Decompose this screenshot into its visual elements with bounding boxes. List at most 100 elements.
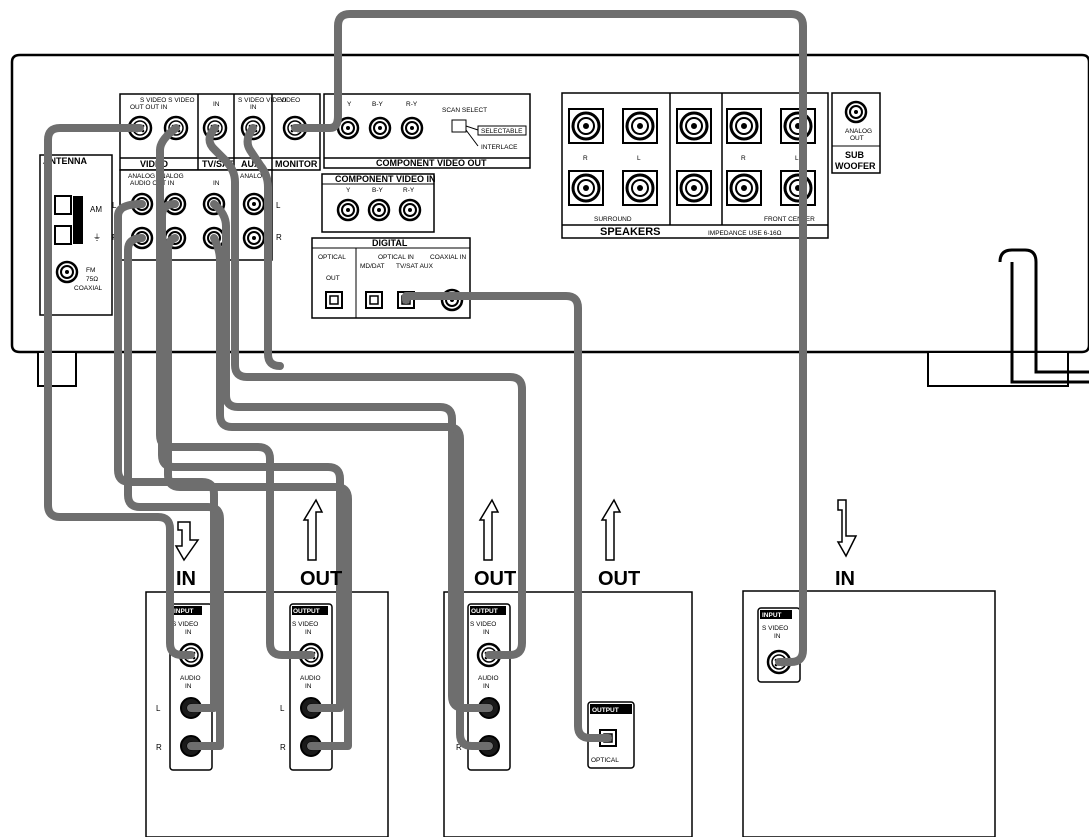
optical-label: OPTICAL [318, 254, 346, 261]
arrow-up-2 [478, 498, 500, 561]
device-2-l-label: L [280, 704, 285, 713]
component-in-pb-jack[interactable] [367, 198, 391, 222]
speaker-l2-label: L [795, 155, 799, 162]
speaker-center-neg[interactable] [675, 169, 713, 207]
subwoofer-block: ANALOG OUT SUB WOOFER [831, 92, 881, 174]
subwoofer-out-jack[interactable] [844, 100, 868, 124]
device-1-svideo-in-label: IN [185, 629, 192, 636]
component-video-in-label: COMPONENT VIDEO IN [335, 174, 436, 184]
fm-jack[interactable] [55, 260, 79, 284]
device-3-r-label: R [456, 743, 462, 752]
optical-in-label: OPTICAL IN [378, 254, 414, 261]
device-3-tag: OUTPUT [471, 608, 498, 615]
arrow-down-2 [836, 499, 858, 558]
component-out-pr-jack[interactable] [400, 116, 424, 140]
surround-label: SURROUND [594, 216, 632, 223]
device-3-optical-label: OPTICAL [591, 757, 619, 764]
speaker-l-label: L [637, 155, 641, 162]
speakers-label: SPEAKERS [600, 226, 661, 238]
fm-ohm-label: 75Ω [86, 276, 98, 283]
component-in-pr-jack[interactable] [398, 198, 422, 222]
impedance-label: IMPEDANCE USE 6-16Ω [708, 230, 782, 237]
direction-label-4: OUT [598, 568, 640, 590]
device-1-audio-in-label: IN [185, 683, 192, 690]
speaker-front-l-neg[interactable] [779, 169, 817, 207]
component-out-pb-jack[interactable] [368, 116, 392, 140]
component-in-pb-label: B-Y [372, 187, 384, 194]
speaker-center-pos[interactable] [675, 107, 713, 145]
direction-label-5: IN [835, 568, 855, 590]
component-video-out-label: COMPONENT VIDEO OUT [376, 158, 487, 168]
optical-out-jack[interactable] [325, 291, 343, 309]
direction-label-3: OUT [474, 568, 516, 590]
cable-audio-r-to-device-1 [124, 234, 224, 750]
aux-audio-in-l-jack[interactable] [242, 192, 266, 216]
analog-out-label: ANALOG [845, 128, 872, 135]
device-2-svideo-in-label: IN [305, 629, 312, 636]
arrow-down-1 [174, 521, 200, 562]
monitor-label: MONITOR [275, 159, 318, 169]
speaker-front-r-pos[interactable] [725, 107, 763, 145]
left-label-2: L [276, 201, 281, 210]
cable-audio-r-from-device-3 [210, 234, 493, 750]
cable-svideo-from-device-3 [205, 124, 526, 659]
md-dat-label: MD/DAT [360, 263, 384, 270]
device-3-svideo-in-label: IN [483, 629, 490, 636]
component-video-out-block: Y B-Y R-Y SCAN SELECT SELECTABLE INTERLA… [323, 93, 531, 169]
device-4-svideo-in-label: IN [774, 633, 781, 640]
aux-audio-in-r-jack[interactable] [242, 226, 266, 250]
video-top-label: S VIDEO S VIDEO [140, 97, 195, 104]
device-1-l-label: L [156, 704, 161, 713]
speaker-r2-label: R [741, 155, 746, 162]
speaker-front-l-pos[interactable] [779, 107, 817, 145]
device-2-svideo-label: S VIDEO [292, 621, 318, 628]
antenna-label: ANTENNA [43, 156, 87, 166]
optical-out-label: OUT [326, 275, 340, 282]
front-center-label: FRONT CENTER [764, 216, 815, 223]
video-label: VIDEO [140, 159, 168, 169]
interlace-label: INTERLACE [481, 144, 518, 151]
fm-coaxial-label: COAXIAL [74, 285, 103, 292]
speaker-surround-l-neg[interactable] [621, 169, 659, 207]
arrow-up-1 [302, 498, 324, 561]
component-y-label: Y [347, 101, 352, 108]
direction-label-2: OUT [300, 568, 342, 590]
selectable-switch[interactable] [477, 125, 527, 136]
speakers-block: R L R L SURROUND FRONT CENTER SPEAKERS I… [561, 92, 829, 239]
component-in-pr-label: R-Y [403, 187, 415, 194]
woofer-label: WOOFER [835, 161, 876, 171]
speaker-r-label: R [583, 155, 588, 162]
cable-optical-from-device-3 [402, 292, 612, 742]
right-label-2: R [276, 233, 282, 242]
component-in-y-jack[interactable] [336, 198, 360, 222]
audio-analog-label: ANALOG ANALOG [128, 173, 184, 180]
device-2-audio-label: AUDIO [300, 675, 321, 682]
device-1-r-label: R [156, 743, 162, 752]
device-1-svideo-label: S VIDEO [172, 621, 198, 628]
optical-in-mddat-jack[interactable] [365, 291, 383, 309]
selectable-label: SELECTABLE [481, 128, 523, 135]
device-3-audio-label: AUDIO [478, 675, 499, 682]
aux-label: AUX [241, 159, 260, 169]
cable-svideo-from-device-2 [156, 124, 315, 659]
device-3-optical-tag: OUTPUT [592, 707, 619, 714]
audio-out-in-label: AUDIO OUT IN [130, 180, 175, 187]
cables [44, 10, 807, 750]
component-in-y-label: Y [346, 187, 351, 194]
ground-label: ⏚ [93, 233, 101, 242]
speaker-front-r-neg[interactable] [725, 169, 763, 207]
tvsat-in-label: IN [213, 180, 220, 187]
device-3-svideo-label: S VIDEO [470, 621, 496, 628]
cable-monitor-to-device-4 [291, 10, 807, 666]
cable-audio-l-from-device-3 [210, 200, 493, 712]
device-3-audio-in-label: IN [483, 683, 490, 690]
scan-select-label: SCAN SELECT [442, 107, 487, 114]
video-top-label-2: OUT OUT IN [130, 104, 168, 111]
speaker-surround-r-pos[interactable] [567, 107, 605, 145]
direction-label-1: IN [176, 568, 196, 590]
fm-label: FM [86, 267, 95, 274]
speaker-surround-r-neg[interactable] [567, 169, 605, 207]
speaker-surround-l-pos[interactable] [621, 107, 659, 145]
